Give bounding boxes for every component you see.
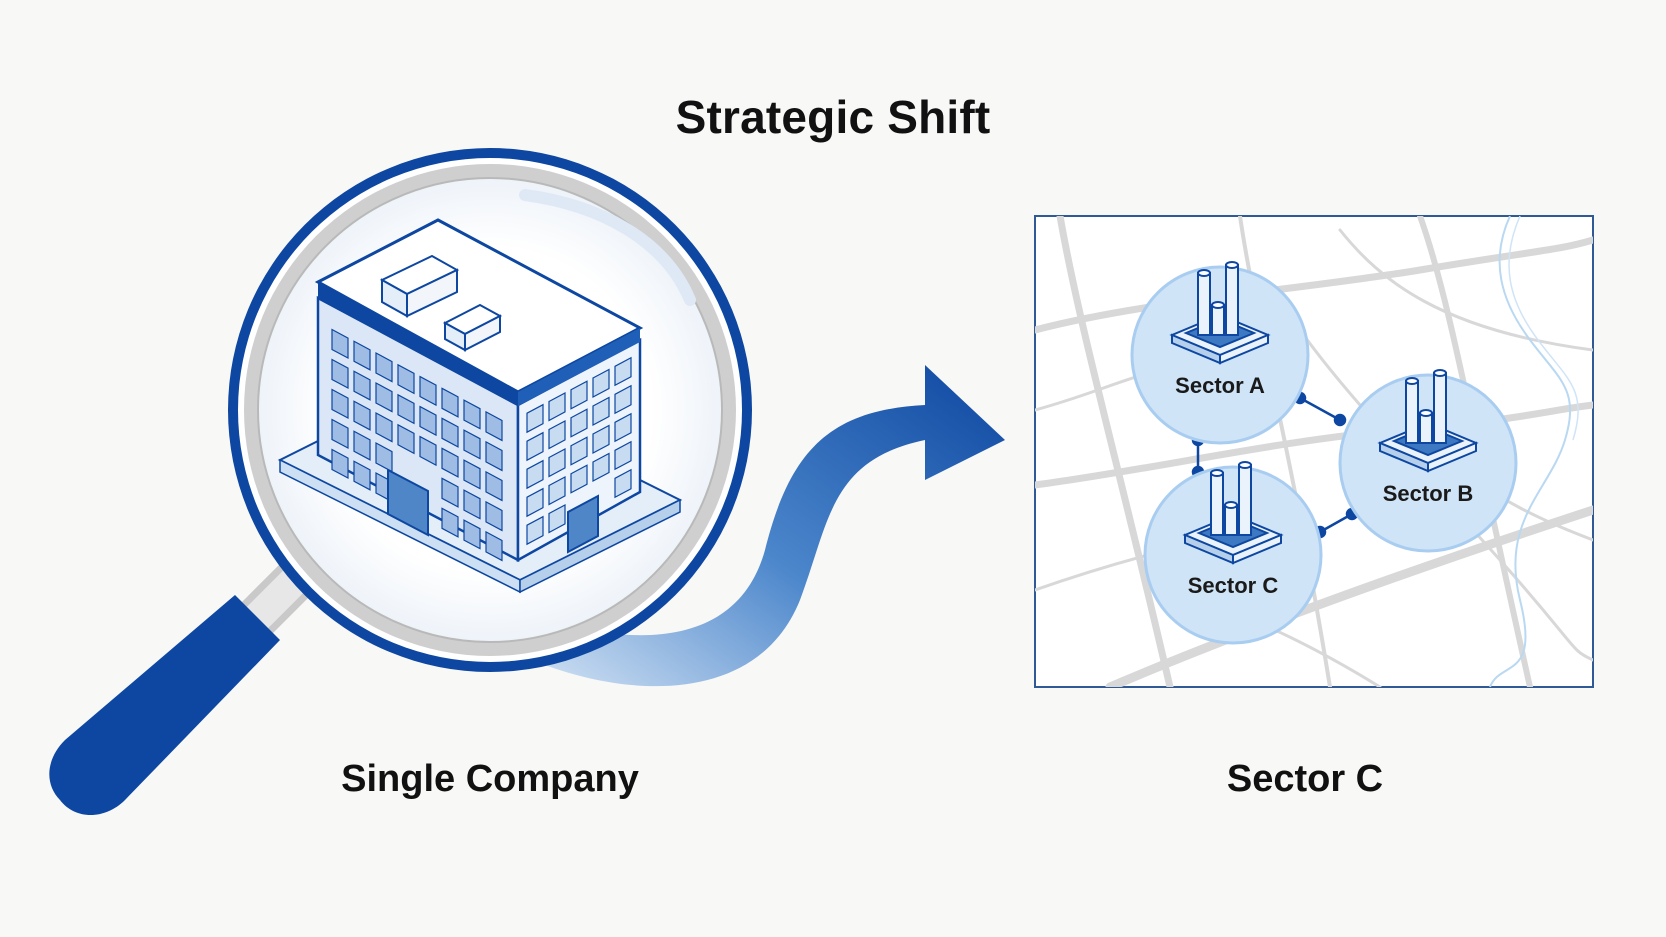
- building-window: [353, 400, 371, 431]
- building-window: [441, 447, 459, 478]
- building-window: [375, 382, 393, 413]
- building-window: [441, 477, 459, 508]
- building-window: [353, 340, 371, 371]
- building-window: [441, 417, 459, 448]
- building-window: [331, 388, 349, 420]
- building-window: [353, 460, 371, 491]
- building-window: [592, 424, 610, 455]
- building-window: [419, 405, 437, 437]
- building-window: [331, 328, 349, 360]
- building-window: [397, 363, 415, 395]
- building-window: [441, 507, 459, 538]
- building-window: [614, 440, 632, 471]
- sector-nodes: Sector A Sector B Sector C: [1130, 261, 1518, 645]
- building-window: [441, 387, 459, 418]
- building-window: [463, 399, 481, 430]
- building-window: [526, 459, 544, 490]
- sector-label-a: Sector A: [1175, 373, 1265, 398]
- building-window: [463, 429, 481, 460]
- diagram-title: Strategic Shift: [675, 91, 991, 143]
- building-window: [485, 530, 503, 562]
- building-window: [548, 475, 566, 506]
- building-window: [592, 452, 610, 483]
- building-window: [375, 352, 393, 383]
- building-window: [331, 358, 349, 390]
- building-window: [375, 412, 393, 443]
- building-window: [353, 430, 371, 461]
- building-window: [397, 423, 415, 455]
- building-window: [485, 440, 503, 472]
- sector-label-b: Sector B: [1383, 481, 1473, 506]
- building-window: [331, 448, 349, 480]
- building-window: [570, 380, 588, 410]
- left-caption: Single Company: [341, 758, 639, 800]
- building-window: [419, 435, 437, 467]
- building-window: [570, 436, 588, 466]
- building-window: [570, 464, 588, 494]
- office-building-icon: [277, 218, 683, 594]
- building-window: [526, 487, 544, 518]
- building-window: [463, 519, 481, 550]
- building-window: [485, 470, 503, 502]
- building-window: [463, 459, 481, 490]
- building-window: [614, 356, 632, 387]
- building-window: [353, 370, 371, 401]
- right-caption: Sector C: [1226, 758, 1384, 800]
- building-window: [397, 393, 415, 425]
- factory-icon: [1169, 261, 1271, 365]
- building-window: [485, 410, 503, 442]
- building-window: [419, 375, 437, 407]
- sector-label-c: Sector C: [1188, 573, 1279, 598]
- sector-node-a: Sector A: [1130, 261, 1310, 445]
- building-window: [548, 419, 566, 450]
- curved-arrow-icon: [545, 365, 1005, 687]
- building-window: [614, 384, 632, 415]
- building-window: [592, 368, 610, 399]
- sector-node-c: Sector C: [1143, 461, 1323, 645]
- building-window: [331, 418, 349, 450]
- building-window: [526, 403, 544, 434]
- building-window: [548, 447, 566, 478]
- building-window: [570, 408, 588, 438]
- building-window: [526, 431, 544, 462]
- building-window: [526, 515, 544, 546]
- building-window: [548, 503, 566, 534]
- sector-node-b: Sector B: [1338, 369, 1518, 553]
- building-window: [463, 489, 481, 520]
- factory-icon: [1182, 461, 1284, 565]
- building-window: [592, 396, 610, 427]
- building-window: [614, 412, 632, 443]
- building-window: [614, 468, 632, 499]
- building-window: [548, 391, 566, 422]
- building-window: [485, 500, 503, 532]
- factory-icon: [1377, 369, 1479, 473]
